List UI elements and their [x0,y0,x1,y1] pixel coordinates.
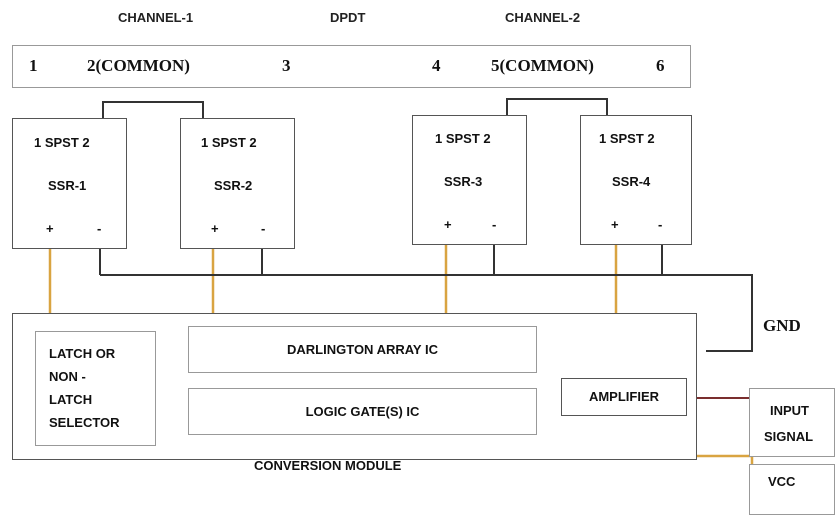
ssr-3-type: 1 SPST 2 [435,131,491,146]
common-wire-ch2 [506,98,608,115]
channel-2-label: CHANNEL-2 [505,10,581,25]
latch-line-3: LATCH [49,392,93,407]
terminal-2-common: 2(COMMON) [87,56,190,75]
ssr-1-name: SSR-1 [48,178,87,193]
ssr-3-name: SSR-3 [444,174,483,189]
ssr-1-box: 1 SPST 2 SSR-1 + - [12,118,127,249]
terminal-1: 1 [29,56,38,75]
amplifier-box: AMPLIFIER [561,378,687,416]
ssr-2-name: SSR-2 [214,178,253,193]
dpdt-terminal-strip [12,45,691,88]
terminal-4: 4 [432,56,441,75]
ssr-4-minus: - [658,217,663,232]
vcc-label: VCC [768,474,796,489]
terminal-5-common: 5(COMMON) [491,56,594,75]
conversion-module-title: CONVERSION MODULE [254,458,402,473]
ssr-3-minus: - [492,217,497,232]
darlington-array-box: DARLINGTON ARRAY IC [188,326,537,373]
ssr-2-box: 1 SPST 2 SSR-2 + - [180,118,295,249]
gnd-label: GND [763,316,801,335]
logic-gates-box: LOGIC GATE(S) IC [188,388,537,435]
terminal-3: 3 [282,56,291,75]
logic-gates-label: LOGIC GATE(S) IC [305,404,420,419]
ssr-2-type: 1 SPST 2 [201,135,257,150]
channel-1-label: CHANNEL-1 [118,10,194,25]
ssr-1-plus: + [46,221,54,236]
input-signal-line-2: SIGNAL [764,429,814,444]
latch-line-2: NON - [49,369,86,384]
darlington-array-label: DARLINGTON ARRAY IC [287,342,438,357]
latch-selector-box: LATCH OR NON - LATCH SELECTOR [35,331,156,446]
ssr-3-plus: + [444,217,452,232]
ssr-3-box: 1 SPST 2 SSR-3 + - [412,115,527,245]
ssr-4-name: SSR-4 [612,174,651,189]
ssr-1-minus: - [97,221,102,236]
ssr-4-plus: + [611,217,619,232]
input-signal-box: INPUT SIGNAL [749,388,835,457]
latch-line-1: LATCH OR [49,346,116,361]
vcc-wire [697,454,754,464]
ssr-2-minus: - [261,221,266,236]
ssr-2-plus: + [211,221,219,236]
dpdt-label: DPDT [330,10,366,25]
ssr-4-type: 1 SPST 2 [599,131,655,146]
input-signal-line-1: INPUT [770,403,809,418]
ssr-1-type: 1 SPST 2 [34,135,90,150]
vcc-box: VCC [749,464,835,515]
ssr-4-box: 1 SPST 2 SSR-4 + - [580,115,692,245]
terminal-6: 6 [656,56,665,75]
latch-line-4: SELECTOR [49,415,120,430]
amplifier-label: AMPLIFIER [588,389,660,404]
common-wire-ch1 [102,101,204,118]
ground-bus [99,245,753,352]
